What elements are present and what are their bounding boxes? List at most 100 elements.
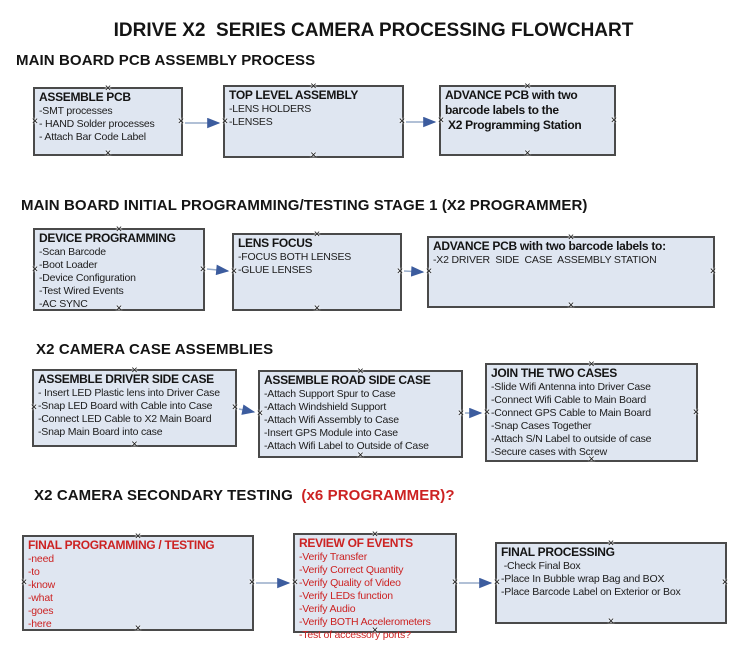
- box-line: -Snap Cases Together: [491, 420, 592, 432]
- box-title: ASSEMBLE PCB: [39, 90, 131, 104]
- box-line: - Insert LED Plastic lens into Driver Ca…: [38, 387, 220, 399]
- box-line: -Device Configuration: [39, 272, 136, 284]
- connector-anchor-left-icon: ×: [256, 407, 264, 420]
- box-title: ADVANCE PCB with two barcode labels to:: [433, 239, 666, 253]
- box-title: JOIN THE TWO CASES: [491, 366, 617, 380]
- connector-anchor-left-icon: ×: [31, 115, 39, 127]
- connector-anchor-left-icon: ×: [20, 576, 28, 589]
- box-line: -Attach Wifi Label to Outside of Case: [264, 440, 429, 452]
- connector-anchor-right-icon: ×: [692, 406, 700, 418]
- section-header-text: MAIN BOARD INITIAL PROGRAMMING/TESTING S…: [21, 197, 588, 214]
- box-line: -Attach Support Spur to Case: [264, 388, 396, 400]
- box-line: -X2 DRIVER SIDE CASE ASSEMBLY STATION: [433, 254, 657, 266]
- box-line: -Attach S/N Label to outside of case: [491, 433, 652, 445]
- box-line: -Verify Quality of Video: [299, 577, 401, 589]
- box-assemble-driver-side-case: ASSEMBLE DRIVER SIDE CASE- Insert LED Pl…: [31, 365, 239, 450]
- box-title: FINAL PROGRAMMING / TESTING: [28, 538, 215, 552]
- box-line: -Attach Wifi Assembly to Case: [264, 414, 399, 426]
- connector-anchor-left-icon: ×: [221, 115, 229, 127]
- connector-anchor-left-icon: ×: [483, 406, 491, 418]
- box-line: -AC SYNC: [39, 298, 88, 310]
- connector-anchor-bottom-icon: ×: [131, 438, 138, 451]
- connector-anchor-right-icon: ×: [610, 114, 618, 126]
- box-line: -FOCUS BOTH LENSES: [238, 251, 352, 263]
- box-line: -LENS HOLDERS: [229, 103, 312, 115]
- box-title: ADVANCE PCB with two: [445, 88, 578, 102]
- box-line: - HAND Solder processes: [39, 118, 155, 130]
- box-line: -Boot Loader: [39, 259, 98, 271]
- box-line: -Place Barcode Label on Exterior or Box: [501, 586, 681, 598]
- connector-anchor-right-icon: ×: [199, 263, 207, 275]
- box-line: -Verify Transfer: [299, 551, 367, 563]
- connector-anchor-right-icon: ×: [396, 265, 404, 278]
- connector-anchor-right-icon: ×: [231, 401, 239, 414]
- section-header-text-red: (x6 PROGRAMMER)?: [301, 487, 455, 504]
- connector-anchor-right-icon: ×: [721, 576, 729, 589]
- box-line: -Snap LED Board with Cable into Case: [38, 400, 213, 412]
- box-line: -here: [28, 618, 52, 630]
- section-header-text: X2 CAMERA SECONDARY TESTING: [34, 487, 302, 504]
- box-line: -Scan Barcode: [39, 246, 106, 258]
- connector-arrow: [238, 404, 256, 415]
- box-line: -Secure cases with Screw: [491, 446, 607, 458]
- box-line: -to: [28, 566, 40, 578]
- box-line: barcode labels to the: [445, 103, 559, 117]
- section-header-text: X2 CAMERA CASE ASSEMBLIES: [36, 341, 274, 358]
- connector-anchor-right-icon: ×: [457, 407, 465, 420]
- box-final-programming-testing: FINAL PROGRAMMING / TESTING-need-to-know…: [20, 531, 256, 634]
- connector-anchor-right-icon: ×: [398, 115, 406, 127]
- section-header-text: MAIN BOARD PCB ASSEMBLY PROCESS: [16, 52, 316, 69]
- box-line: -Place In Bubble wrap Bag and BOX: [501, 573, 665, 585]
- box-top-level-assembly: TOP LEVEL ASSEMBLY-LENS HOLDERS-LENSES××…: [221, 81, 406, 161]
- connector-anchor-bottom-icon: ×: [567, 299, 575, 312]
- box-assemble-road-side-case: ASSEMBLE ROAD SIDE CASE-Attach Support S…: [256, 366, 465, 461]
- box-line: -Snap Main Board into case: [38, 426, 163, 438]
- section-header-camera-case-assemblies: X2 CAMERA CASE ASSEMBLIES: [36, 341, 273, 358]
- box-title: FINAL PROCESSING: [501, 545, 615, 559]
- box-line: -Verify LEDs function: [299, 590, 393, 602]
- box-line: -Check Final Box: [501, 560, 581, 572]
- box-line: -goes: [28, 605, 54, 617]
- box-title: TOP LEVEL ASSEMBLY: [229, 88, 359, 102]
- box-join-the-two-cases: JOIN THE TWO CASES-Slide Wifi Antenna in…: [483, 359, 700, 465]
- connector-arrow: [403, 266, 425, 277]
- box-title: ASSEMBLE DRIVER SIDE CASE: [38, 372, 214, 386]
- box-line: -Connect GPS Cable to Main Board: [491, 407, 651, 419]
- connector-anchor-left-icon: ×: [425, 265, 433, 278]
- box-title: ASSEMBLE ROAD SIDE CASE: [264, 373, 431, 387]
- connector-anchor-left-icon: ×: [437, 114, 445, 126]
- connector-anchor-bottom-icon: ×: [524, 147, 531, 160]
- box-line: -LENSES: [229, 116, 273, 128]
- box-title: LENS FOCUS: [238, 236, 313, 250]
- box-line: -need: [28, 553, 54, 565]
- box-title: DEVICE PROGRAMMING: [39, 231, 176, 245]
- box-final-processing: FINAL PROCESSING -Check Final Box-Place …: [493, 538, 729, 627]
- connector-anchor-bottom-icon: ×: [104, 147, 112, 160]
- section-header-main-board-pcb-assembly: MAIN BOARD PCB ASSEMBLY PROCESS: [16, 52, 315, 69]
- connector-anchor-left-icon: ×: [493, 576, 501, 589]
- box-line: -Connect LED Cable to X2 Main Board: [38, 413, 212, 425]
- box-line: -what: [28, 592, 53, 604]
- box-line: -Connect Wifi Cable to Main Board: [491, 394, 647, 406]
- box-line: X2 Programming Station: [445, 118, 582, 132]
- connector-arrow: [206, 264, 230, 276]
- box-line: -GLUE LENSES: [238, 264, 313, 276]
- box-assemble-pcb: ASSEMBLE PCB-SMT processes- HAND Solder …: [31, 83, 185, 159]
- box-lens-focus: LENS FOCUS-FOCUS BOTH LENSES-GLUE LENSES…: [230, 229, 404, 314]
- connector-anchor-left-icon: ×: [31, 263, 39, 275]
- box-line: -Insert GPS Module into Case: [264, 427, 398, 439]
- connector-anchor-right-icon: ×: [709, 265, 717, 278]
- box-line: - Attach Bar Code Label: [39, 131, 146, 143]
- box-line: -Verify BOTH Accelerometers: [299, 616, 431, 628]
- connector-anchor-bottom-icon: ×: [313, 302, 321, 315]
- box-line: -Test of accessory ports?: [299, 629, 411, 641]
- box-line: -Verify Correct Quantity: [299, 564, 404, 576]
- box-line: -Verify Audio: [299, 603, 356, 615]
- connector-anchor-right-icon: ×: [248, 576, 256, 589]
- box-line: -know: [28, 579, 56, 591]
- box-review-of-events: REVIEW OF EVENTS-Verify Transfer-Verify …: [291, 529, 458, 641]
- connector-anchor-left-icon: ×: [230, 265, 238, 278]
- connector-anchor-left-icon: ×: [291, 576, 299, 589]
- connector-anchor-right-icon: ×: [177, 115, 185, 127]
